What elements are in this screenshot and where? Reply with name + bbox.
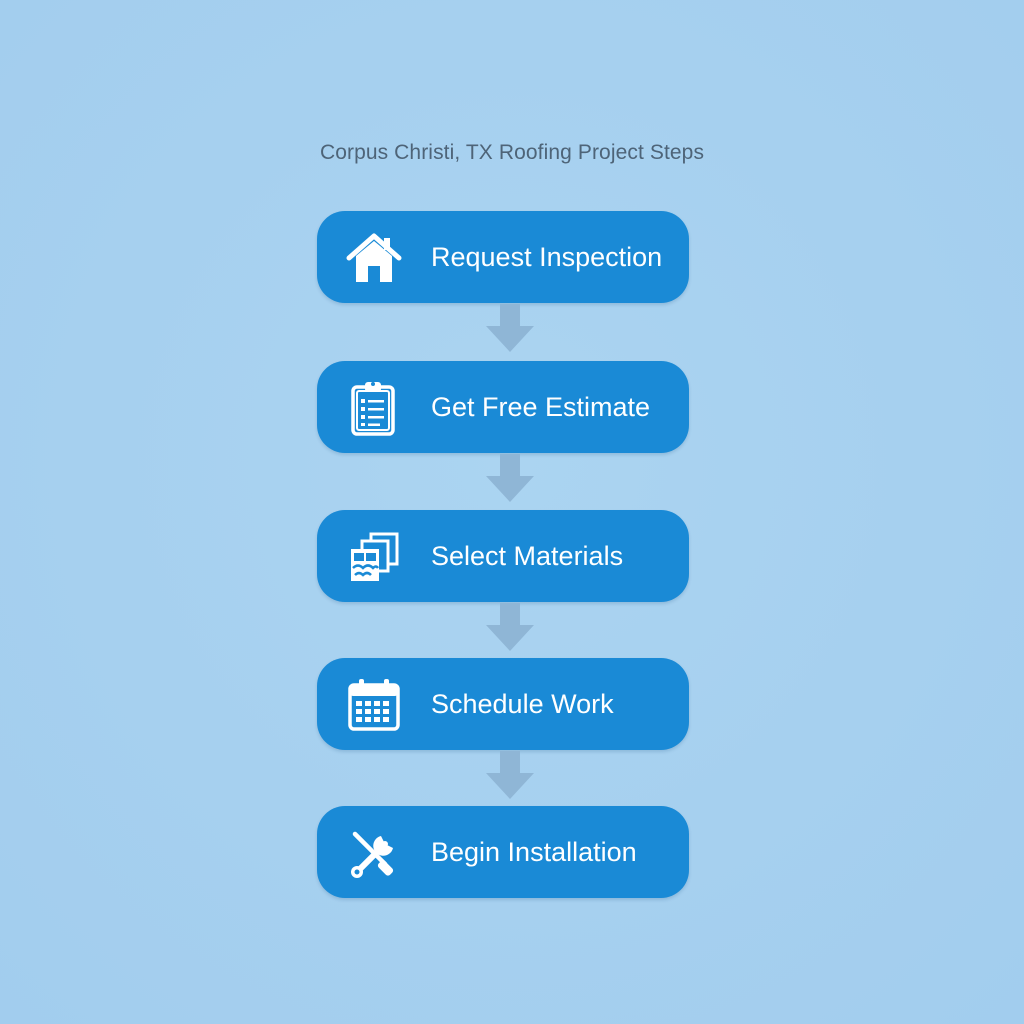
step-label: Get Free Estimate [431, 392, 651, 422]
down-arrow [484, 603, 536, 653]
step-schedule-work: Schedule Work [317, 658, 689, 750]
step-get-free-estimate: Get Free Estimate [317, 361, 689, 453]
down-arrow [484, 304, 536, 354]
clipboard-checklist-icon [345, 379, 403, 437]
wrench-screwdriver-icon [345, 824, 403, 882]
step-select-materials: Select Materials [317, 510, 689, 602]
step-label: Begin Installation [431, 837, 637, 867]
down-arrow [484, 751, 536, 801]
down-arrow [484, 454, 536, 504]
step-label: Request Inspection [431, 242, 663, 272]
calendar-icon [345, 676, 403, 734]
step-request-inspection: Request Inspection [317, 211, 689, 303]
house-icon [345, 229, 403, 287]
step-begin-installation: Begin Installation [317, 806, 689, 898]
material-swatches-icon [345, 528, 403, 586]
diagram-title: Corpus Christi, TX Roofing Project Steps [319, 141, 705, 164]
step-label: Schedule Work [431, 689, 614, 719]
step-label: Select Materials [431, 541, 624, 571]
